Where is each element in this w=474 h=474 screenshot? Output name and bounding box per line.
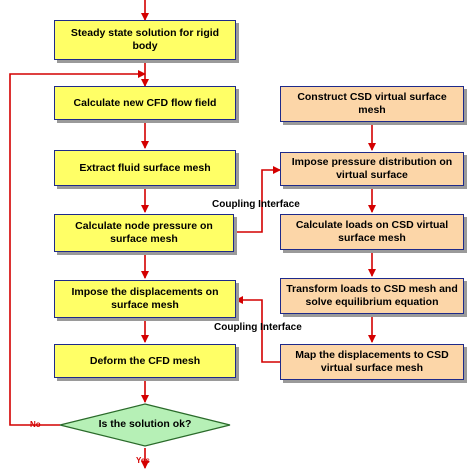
no-label: No bbox=[30, 420, 41, 429]
impose-displacements-box: Impose the displacements on surface mesh bbox=[54, 280, 236, 318]
arrow-no-loop bbox=[9, 70, 146, 426]
calculate-loads-box: Calculate loads on CSD virtual surface m… bbox=[280, 214, 464, 250]
cfd-flow-field-box: Calculate new CFD flow field bbox=[54, 86, 236, 120]
coupling-interface-label-top: Coupling Interface bbox=[212, 199, 300, 210]
arrow-coupling-pressure bbox=[234, 166, 281, 233]
transform-loads-box: Transform loads to CSD mesh and solve eq… bbox=[280, 278, 464, 314]
decision-text: Is the solution ok? bbox=[98, 418, 192, 430]
arrow-coupling-displacement bbox=[235, 296, 280, 363]
node-pressure-box: Calculate node pressure on surface mesh bbox=[54, 214, 234, 252]
construct-csd-box: Construct CSD virtual surface mesh bbox=[280, 86, 464, 122]
impose-pressure-box: Impose pressure distribution on virtual … bbox=[280, 152, 464, 186]
extract-surface-mesh-box: Extract fluid surface mesh bbox=[54, 150, 236, 186]
map-displacements-box: Map the displacements to CSD virtual sur… bbox=[280, 344, 464, 380]
yes-label: Yes bbox=[136, 456, 150, 465]
deform-cfd-mesh-box: Deform the CFD mesh bbox=[54, 344, 236, 378]
steady-state-box: Steady state solution for rigid body bbox=[54, 20, 236, 60]
coupling-interface-label-bottom: Coupling Interface bbox=[214, 322, 302, 333]
decision-diamond bbox=[59, 403, 231, 447]
